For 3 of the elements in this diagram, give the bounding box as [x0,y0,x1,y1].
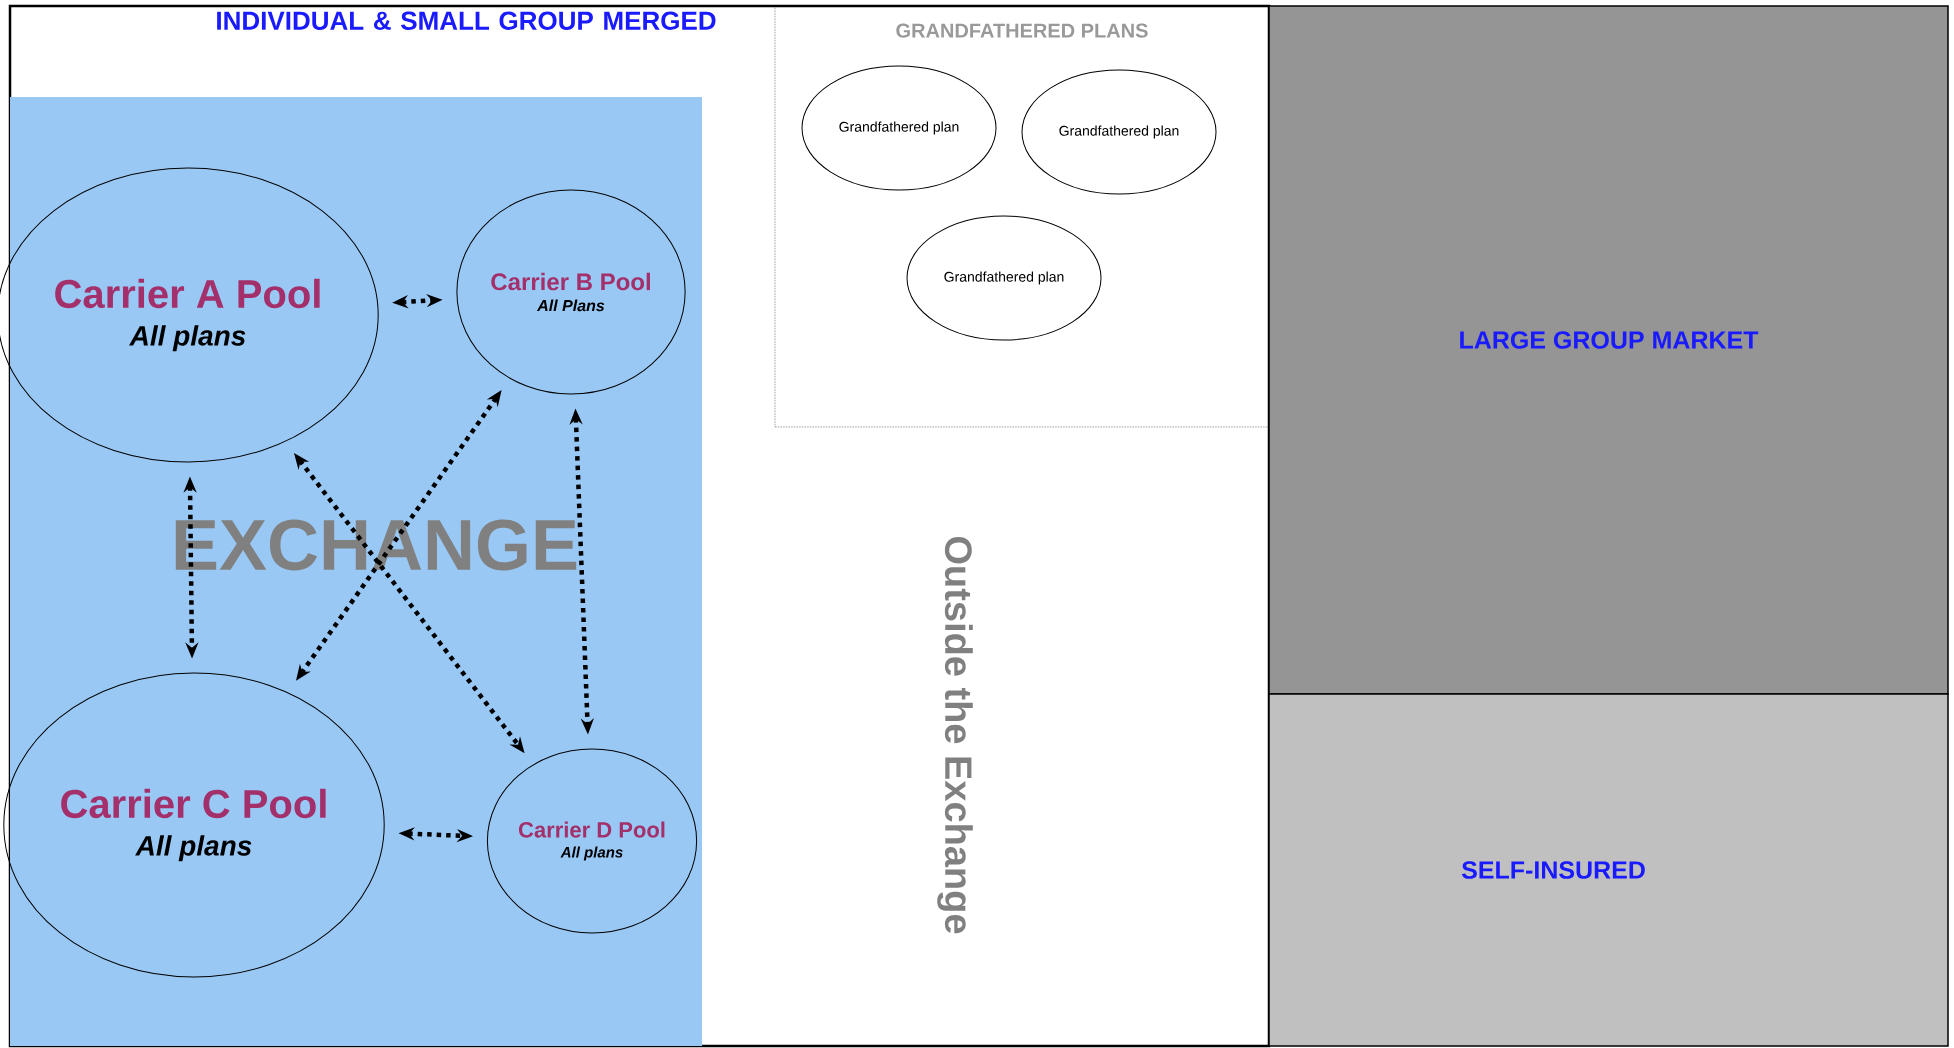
market-box: SELF-INSURED [1268,693,1949,1047]
rotated-label: Outside the Exchange [937,537,973,934]
market-box: LARGE GROUP MARKET [1268,5,1949,695]
